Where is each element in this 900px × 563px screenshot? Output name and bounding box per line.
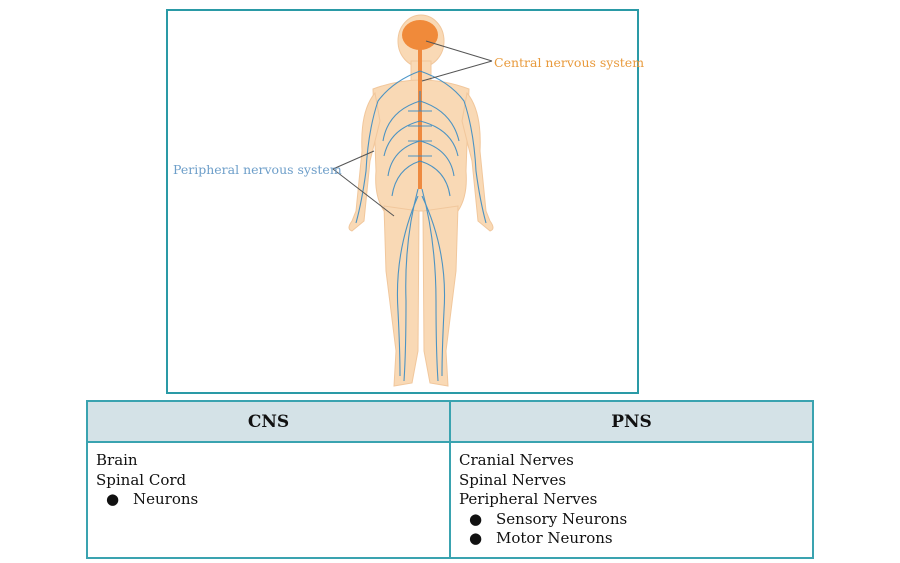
pns-callout-label: Peripheral nervous system: [173, 162, 342, 177]
cns-pointer-lines: [421, 40, 493, 82]
cns-item-spinal-cord: Spinal Cord: [96, 470, 187, 489]
spinal-cord-shape: [418, 49, 422, 189]
pns-column-header: PNS: [449, 400, 814, 443]
pns-subitem-label: Motor Neurons: [496, 529, 613, 547]
pns-subitem-sensory-neurons: ● Sensory Neurons: [459, 510, 804, 530]
cns-item-brain: Brain: [96, 451, 138, 469]
pns-subitem-motor-neurons: ● Motor Neurons: [459, 529, 804, 549]
bullet-icon: ●: [469, 509, 483, 528]
brain-shape: [402, 20, 438, 50]
nerve-network: [355, 70, 487, 382]
nervous-system-figure: Central nervous system Peripheral nervou…: [166, 9, 644, 394]
cns-column-header: CNS: [86, 400, 451, 443]
cns-subitem-neurons: ● Neurons: [96, 490, 441, 510]
pns-subitem-label: Sensory Neurons: [496, 509, 628, 528]
cns-subitem-label: Neurons: [133, 490, 199, 508]
pns-cell: Cranial Nerves Spinal Nerves Peripheral …: [449, 441, 814, 559]
body-illustration: [332, 14, 494, 387]
bullet-icon: ●: [469, 529, 483, 547]
pns-pointer-lines: [332, 150, 395, 217]
pns-item-peripheral-nerves: Peripheral Nerves: [459, 490, 598, 508]
cns-cell: Brain Spinal Cord ● Neurons: [86, 441, 451, 559]
bullet-icon: ●: [106, 490, 120, 508]
pns-item-spinal-nerves: Spinal Nerves: [459, 470, 567, 489]
nervous-system-table: CNS PNS Brain Spinal Cord ● Neurons Crani…: [86, 400, 814, 559]
cns-callout-label: Central nervous system: [494, 55, 645, 70]
pns-item-cranial-nerves: Cranial Nerves: [459, 451, 574, 469]
